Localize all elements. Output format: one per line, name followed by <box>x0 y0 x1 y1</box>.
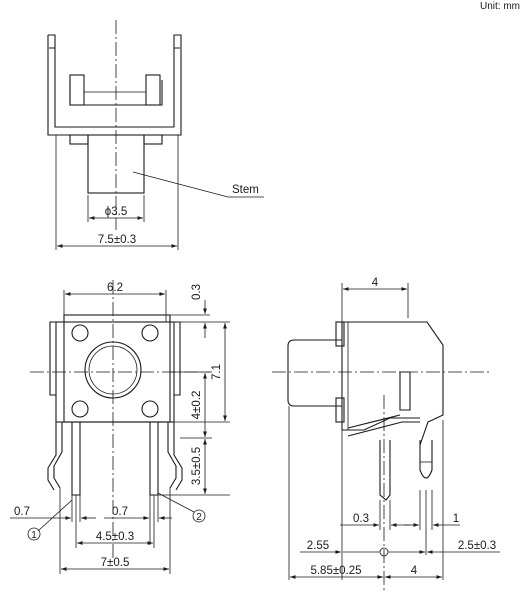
center-height-label: 4±0.2 <box>191 391 203 420</box>
pin-width-left-label: 0.7 <box>14 506 30 518</box>
pin-length-label: 3.5±0.5 <box>191 447 203 485</box>
dim-0-3-label: 0.3 <box>353 513 369 525</box>
top-width-label: 7.5±0.3 <box>98 234 136 246</box>
terminal-2-label: 2 <box>196 512 202 523</box>
pin-width-mid-label: 0.7 <box>112 506 128 518</box>
dim-2-55-label: 2.55 <box>307 540 329 552</box>
front-view: 6.2 0.3 7.1 4±0.2 <box>10 280 230 574</box>
dim-2-5-label: 2.5±0.3 <box>458 540 496 552</box>
unit-label: Unit: mm <box>480 1 520 12</box>
side-view: 4 0.3 1 2.55 2.5±0. <box>272 277 500 590</box>
dim-1-label: 1 <box>453 513 459 525</box>
front-height-label: 7.1 <box>211 364 223 380</box>
dim-4-label: 4 <box>411 565 418 577</box>
top-view: Stem ϕ3.5 7.5±0.3 <box>47 20 264 250</box>
stem-label: Stem <box>232 184 259 196</box>
dim-5-85-label: 5.85±0.25 <box>310 565 361 577</box>
side-top-width-label: 4 <box>372 277 379 289</box>
top-offset-label: 0.3 <box>191 284 203 300</box>
terminal-1-label: 1 <box>31 530 37 541</box>
overall-width-label: 7±0.5 <box>101 557 130 569</box>
pin-pitch-label: 4.5±0.3 <box>96 531 134 543</box>
front-top-width-label: 6.2 <box>107 282 123 294</box>
stem-diameter-label: ϕ3.5 <box>105 206 127 218</box>
